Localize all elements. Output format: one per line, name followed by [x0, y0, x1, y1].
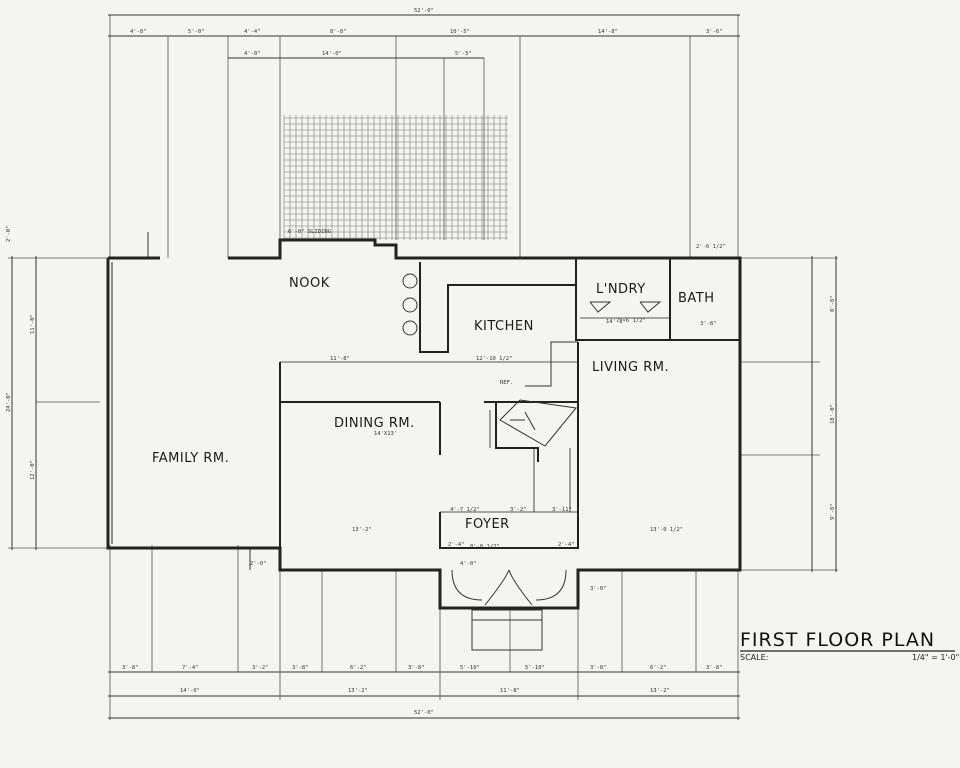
scale-value: 1/4" = 1'-0" — [912, 653, 959, 662]
dim-left: 11'-0" — [30, 314, 36, 334]
dim-bottom: 3'-8" — [706, 665, 723, 671]
room-label-family: FAMILY RM. — [152, 451, 229, 466]
dim-interior: 2'-4" — [448, 542, 465, 548]
dim-interior: 3'-11" — [552, 507, 572, 513]
dim-deck: 4'-0" — [244, 51, 261, 57]
dim-top: 4'-8" — [130, 29, 147, 35]
dim-interior: 14'-8" — [606, 319, 626, 325]
dim-bottom: 3'-8" — [122, 665, 139, 671]
dim-top: 14'-8" — [598, 29, 618, 35]
dim-interior: 3'-8" — [700, 321, 717, 327]
extension-lines — [8, 15, 838, 720]
dim-top: 3'-6" — [706, 29, 723, 35]
dim-bottom: 13'-2" — [650, 688, 670, 694]
exterior-walls — [106, 238, 742, 610]
dim-bottom: 5'-10" — [525, 665, 545, 671]
dim-right: 18'-0" — [830, 404, 836, 424]
dim-deck: 5'-3" — [455, 51, 472, 57]
room-label-laundry: L'NDRY — [596, 282, 646, 297]
dim-left: 2'-0" — [6, 225, 12, 242]
ref-note: REF. — [500, 380, 513, 386]
dim-interior: 3'-2" — [510, 507, 527, 513]
dim-bottom: 3'-8" — [590, 665, 607, 671]
dim-interior: 11'-8" — [330, 356, 350, 362]
dim-bottom: 3'-8" — [408, 665, 425, 671]
dim-interior: 2'-6 1/2" — [696, 244, 726, 250]
room-label-bath: BATH — [678, 291, 715, 306]
dim-interior: 7'-6 1/2" — [616, 318, 646, 324]
fixtures — [402, 273, 662, 651]
dim-left: 12'-0" — [30, 460, 36, 480]
dim-deck: 14'-0" — [322, 51, 342, 57]
dimension-lines — [11, 14, 837, 719]
dim-bottom: 11'-8" — [500, 688, 520, 694]
dim-bottom: 5'-10" — [460, 665, 480, 671]
dim-interior: 8'-8 1/2" — [470, 544, 500, 550]
dim-bottom: 7'-4" — [182, 665, 199, 671]
dim-interior: 13'-2" — [352, 527, 372, 533]
dim-bottom: 14'-0" — [180, 688, 200, 694]
scale-label: SCALE: — [740, 653, 768, 662]
stove-burner-icon — [402, 320, 418, 336]
dim-interior: 2'-4" — [558, 542, 575, 548]
dim-top: 4'-4" — [244, 29, 261, 35]
dim-interior: 3'-0" — [590, 586, 607, 592]
dim-bottom-overall: 52'-0" — [414, 710, 434, 716]
dim-top: 8'-8" — [330, 29, 347, 35]
dim-interior: 4'-0" — [460, 561, 477, 567]
stove-burner-icon — [402, 273, 418, 289]
room-label-living: LIVING RM. — [592, 360, 669, 375]
drawing-title: FIRST FLOOR PLAN — [740, 629, 935, 651]
stove-burner-icon — [402, 297, 418, 313]
interior-walls — [279, 258, 740, 549]
dim-right: 9'-8" — [830, 503, 836, 520]
dim-interior: 2'-0" — [250, 561, 267, 567]
dim-bottom: 3'-8" — [292, 665, 309, 671]
room-label-nook: NOOK — [289, 276, 330, 291]
dim-top: 5'-0" — [188, 29, 205, 35]
dim-bottom: 13'-2" — [348, 688, 368, 694]
dim-interior: 12'-10 1/2" — [476, 356, 512, 362]
dim-top: 10'-5" — [450, 29, 470, 35]
sliding-door-note: 6'-0" SLIDING — [288, 229, 331, 235]
dim-top-overall: 52'-0" — [414, 8, 434, 14]
dim-bottom: 6'-2" — [650, 665, 667, 671]
dim-interior: 4'-7 1/2" — [450, 507, 480, 513]
room-label-foyer: FOYER — [465, 517, 510, 532]
dim-left: 24'-0" — [6, 392, 12, 412]
dim-bottom: 3'-2" — [252, 665, 269, 671]
dim-bottom: 6'-2" — [350, 665, 367, 671]
room-label-kitchen: KITCHEN — [474, 319, 534, 334]
dining-size-note: 14'X13' — [374, 431, 397, 437]
dim-interior: 13'-0 1/2" — [650, 527, 683, 533]
room-label-dining: DINING RM. — [334, 416, 415, 431]
dim-right: 8'-8" — [830, 295, 836, 312]
